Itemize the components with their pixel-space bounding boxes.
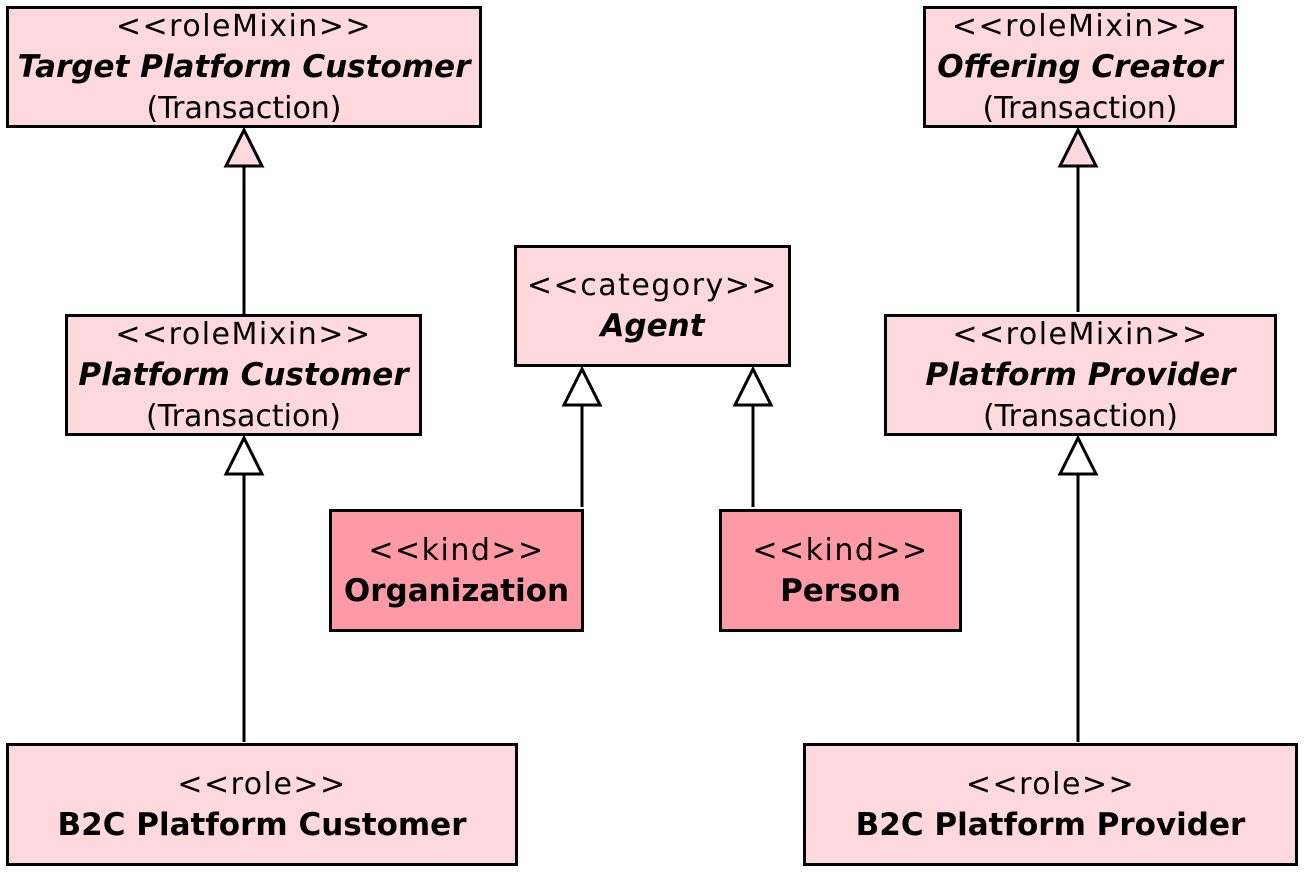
generalization-arrowhead-offering-creator <box>1057 126 1099 168</box>
class-person[interactable]: <<kind>> Person <box>719 509 962 632</box>
class-platform-provider[interactable]: <<roleMixin>> Platform Provider (Transac… <box>884 314 1277 436</box>
class-organization[interactable]: <<kind>> Organization <box>329 509 584 632</box>
stereotype-label: <<kind>> <box>368 532 545 568</box>
class-name: Platform Provider <box>925 356 1236 393</box>
class-name: B2C Platform Provider <box>855 806 1246 843</box>
class-agent[interactable]: <<category>> Agent <box>514 245 791 367</box>
generalization-arrowhead-platform-provider <box>1057 434 1099 476</box>
generalization-arrowhead-platform-customer <box>223 434 265 476</box>
context-label: (Transaction) <box>982 90 1178 126</box>
class-name: Organization <box>343 572 570 609</box>
stereotype-label: <<roleMixin>> <box>115 316 372 352</box>
class-b2c-platform-customer[interactable]: <<role>> B2C Platform Customer <box>6 743 518 866</box>
class-name: Target Platform Customer <box>17 48 471 85</box>
generalization-arrowhead-agent-right <box>732 365 774 407</box>
context-label: (Transaction) <box>146 90 342 126</box>
stereotype-label: <<category>> <box>526 268 779 303</box>
stereotype-label: <<roleMixin>> <box>951 8 1209 44</box>
class-name: Agent <box>600 308 705 344</box>
generalization-arrowhead-agent-left <box>561 365 603 407</box>
class-b2c-platform-provider[interactable]: <<role>> B2C Platform Provider <box>803 743 1298 866</box>
context-label: (Transaction) <box>982 398 1179 434</box>
class-name: B2C Platform Customer <box>57 806 467 843</box>
stereotype-label: <<role>> <box>177 766 347 802</box>
context-label: (Transaction) <box>145 398 342 434</box>
stereotype-label: <<roleMixin>> <box>952 316 1209 352</box>
class-name: Platform Customer <box>78 356 409 393</box>
class-name: Offering Creator <box>937 48 1223 85</box>
class-platform-customer[interactable]: <<roleMixin>> Platform Customer (Transac… <box>65 314 422 436</box>
stereotype-label: <<role>> <box>965 766 1136 802</box>
stereotype-label: <<roleMixin>> <box>115 8 373 44</box>
stereotype-label: <<kind>> <box>752 532 929 568</box>
class-offering-creator[interactable]: <<roleMixin>> Offering Creator (Transact… <box>923 6 1237 128</box>
class-name: Person <box>780 572 901 609</box>
generalization-arrowhead-target-platform-customer <box>223 126 265 168</box>
class-target-platform-customer[interactable]: <<roleMixin>> Target Platform Customer (… <box>6 6 482 128</box>
